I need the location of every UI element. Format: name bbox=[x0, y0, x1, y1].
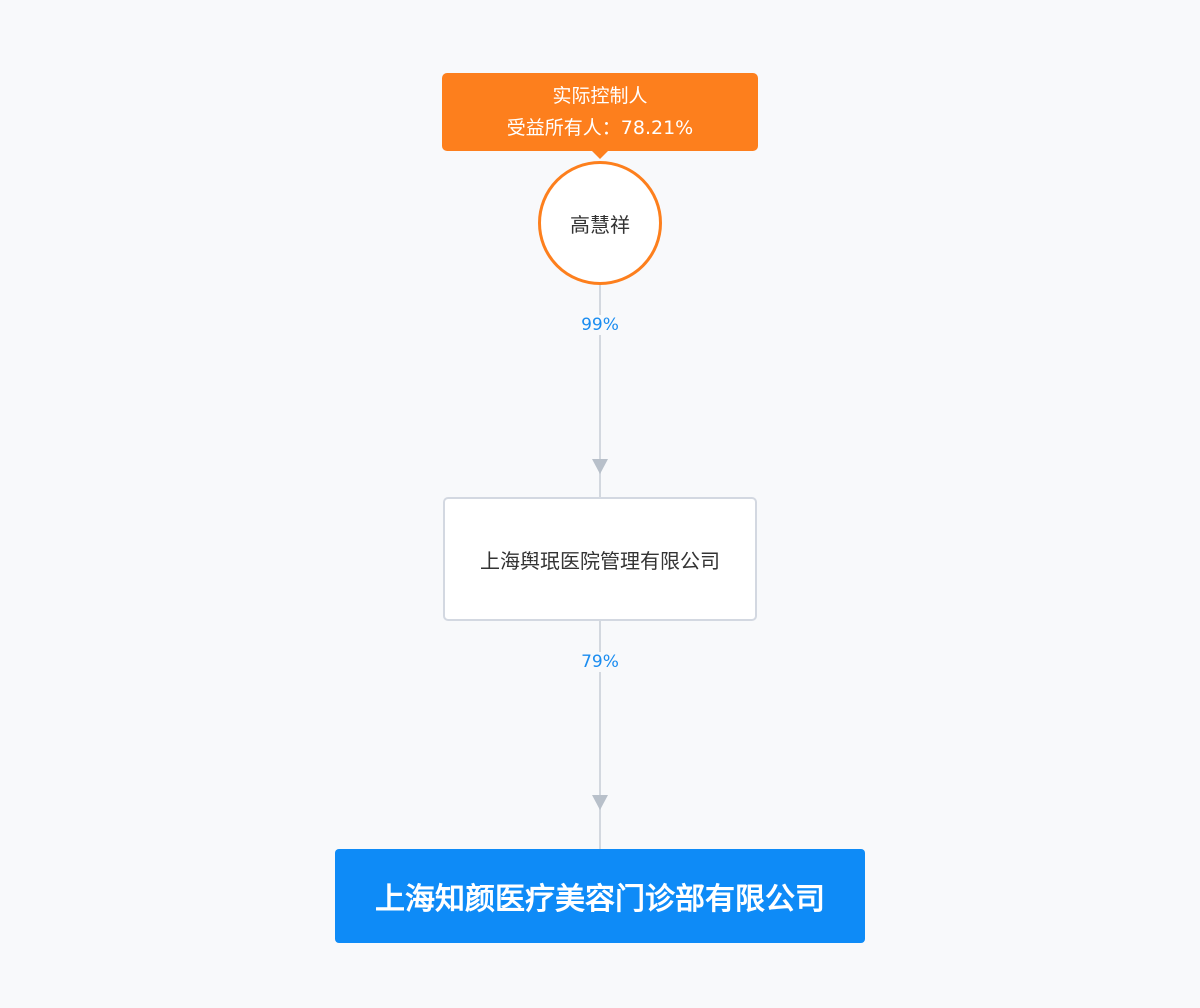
arrow-icon bbox=[592, 459, 608, 474]
edge-line-1 bbox=[599, 285, 601, 497]
intermediate-company-node[interactable]: 上海舆珉医院管理有限公司 bbox=[443, 497, 757, 621]
beneficial-owner-percent: 受益所有人：78.21% bbox=[506, 117, 694, 139]
arrow-icon bbox=[592, 795, 608, 810]
target-company-node[interactable]: 上海知颜医疗美容门诊部有限公司 bbox=[335, 849, 865, 943]
controller-node[interactable]: 高慧祥 bbox=[538, 161, 662, 285]
controller-tag: 实际控制人 受益所有人：78.21% bbox=[442, 73, 758, 159]
edge-percent-2: 79% bbox=[560, 652, 640, 672]
controller-name: 高慧祥 bbox=[570, 212, 630, 237]
target-company-name: 上海知颜医疗美容门诊部有限公司 bbox=[375, 882, 825, 917]
edge-line-2 bbox=[599, 621, 601, 849]
intermediate-company-name: 上海舆珉医院管理有限公司 bbox=[480, 548, 720, 573]
edge-percent-1: 99% bbox=[560, 315, 640, 335]
controller-tag-title: 实际控制人 bbox=[552, 85, 648, 107]
